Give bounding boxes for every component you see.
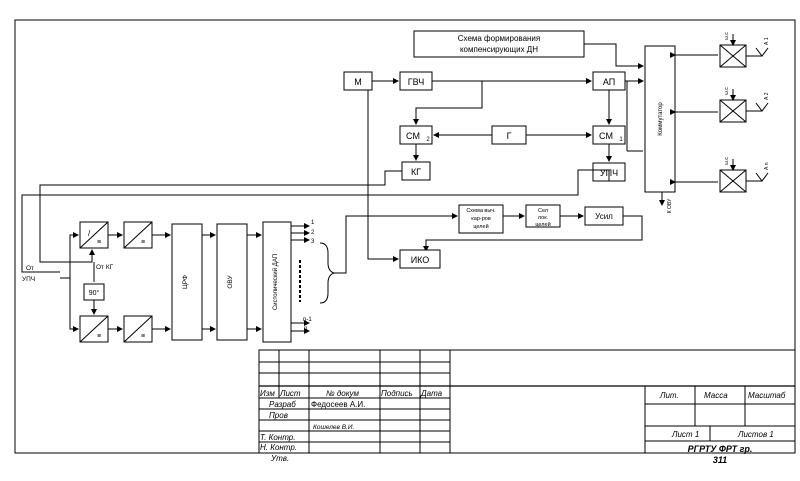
svg-text:Пров: Пров: [269, 411, 288, 420]
svg-text:Листов 1: Листов 1: [737, 430, 774, 439]
svg-text:Н. Контр.: Н. Контр.: [260, 443, 297, 452]
svg-text:≡: ≡: [141, 333, 145, 340]
block-obu: [216, 223, 248, 341]
antenna-channel-2: ω.с А 2: [670, 87, 770, 123]
block-iko-label: ИКО: [411, 255, 430, 265]
block-cm2-subscript: 2: [426, 137, 430, 143]
svg-text:Систолический ДАП: Систолический ДАП: [272, 254, 279, 310]
organization-line-1: РГРТУ ФРТ гр.: [688, 444, 753, 454]
svg-text:/: /: [88, 229, 91, 238]
svg-text:n-1: n-1: [303, 317, 312, 323]
svg-text:целей: целей: [473, 223, 488, 230]
block-cm1-label: СМ: [599, 131, 613, 141]
svg-text:90°: 90°: [89, 289, 100, 297]
block-target-coords-calc: [458, 204, 504, 234]
block-systolic-dap: [262, 221, 292, 343]
svg-text:1: 1: [311, 220, 315, 226]
block-m-label: М: [354, 77, 362, 87]
compensation-scheme-title-2: компенсирующих ДН: [460, 45, 538, 54]
svg-text:Лист: Лист: [279, 389, 301, 398]
svg-text:n: n: [304, 326, 307, 332]
svg-text:Т. Контр.: Т. Контр.: [260, 433, 295, 442]
svg-text:Лист 1: Лист 1: [671, 430, 699, 439]
svg-text:2: 2: [311, 230, 315, 236]
block-cm2-label: СМ: [406, 131, 420, 141]
block-g-label: Г: [507, 131, 512, 141]
svg-text:К ОВУ: К ОВУ: [667, 198, 673, 213]
compensation-scheme-block: [413, 30, 585, 58]
svg-text:ОВУ: ОВУ: [227, 274, 234, 288]
from-upch-label-2: УПЧ: [22, 276, 35, 283]
svg-text:Подпись: Подпись: [381, 389, 413, 398]
from-upch-label-1: От: [26, 265, 34, 272]
svg-text:≡: ≡: [97, 239, 101, 246]
svg-text:ω.с: ω.с: [724, 32, 730, 40]
svg-text:3: 3: [311, 239, 315, 245]
svg-text:ω.с: ω.с: [724, 157, 730, 165]
svg-text:А n: А n: [764, 162, 770, 170]
antenna-channel-n: ω.с А n: [670, 157, 770, 193]
svg-text:≡: ≡: [97, 333, 101, 340]
compensation-scheme-title-1: Схема формирования: [458, 34, 540, 43]
svg-text:А 2: А 2: [764, 92, 770, 100]
svg-text:Разраб: Разраб: [269, 400, 296, 409]
switch-block: [644, 45, 676, 193]
block-gvch-label: ГВЧ: [408, 77, 424, 87]
switch-label: Коммутатор: [658, 102, 664, 136]
svg-text:Кошелев В.И.: Кошелев В.И.: [313, 424, 355, 431]
block-cm1-subscript: 1: [619, 137, 623, 143]
block-amplifier-label: Усил: [595, 212, 613, 221]
svg-text:кар-ров: кар-ров: [471, 216, 491, 222]
organization-line-2: 311: [713, 455, 727, 465]
svg-text:ω.с: ω.с: [724, 87, 730, 95]
svg-text:Схема выч.: Схема выч.: [466, 208, 496, 214]
svg-text:ЦРФ: ЦРФ: [182, 275, 189, 289]
antenna-channel-1: ω.с А 1: [670, 32, 770, 68]
svg-text:Масштаб: Масштаб: [748, 391, 786, 400]
svg-text:Утв.: Утв.: [270, 454, 289, 463]
svg-text:Дата: Дата: [420, 389, 443, 398]
block-ap-label: АП: [603, 77, 615, 87]
svg-text:Федосеев А.И.: Федосеев А.И.: [311, 400, 365, 409]
title-block: [258, 349, 796, 454]
svg-text:Сел: Сел: [538, 208, 548, 214]
svg-text:≡: ≡: [141, 239, 145, 246]
svg-text:№ докум: № докум: [326, 389, 360, 398]
svg-text:Изм: Изм: [260, 389, 275, 398]
svg-text:лок.: лок.: [538, 215, 549, 221]
from-kg-label: От КГ: [96, 264, 114, 271]
svg-text:целей: целей: [535, 221, 550, 228]
block-iko: [399, 249, 441, 269]
block-kg-label: КГ: [411, 167, 421, 177]
svg-text:Масса: Масса: [704, 391, 728, 400]
svg-text:Лит.: Лит.: [659, 391, 679, 400]
block-cf: [171, 223, 203, 341]
svg-text:А 1: А 1: [764, 37, 770, 45]
